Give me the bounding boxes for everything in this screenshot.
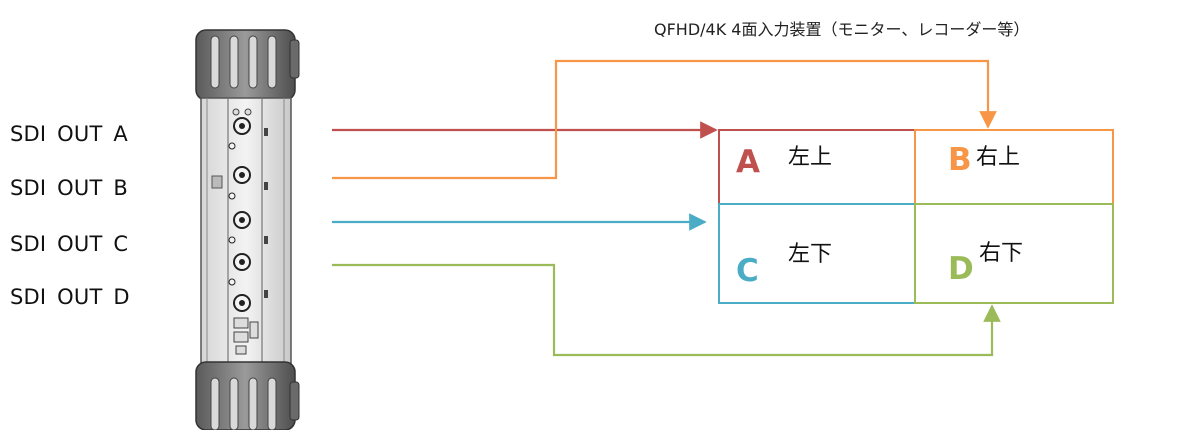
quadrant-d: D 右下	[914, 203, 1114, 304]
sdi-out-b-label: SDI OUT B	[10, 176, 128, 200]
bnc-connector-c	[233, 211, 251, 229]
quadrant-b-letter: B	[948, 142, 972, 178]
sdi-out-a-label: SDI OUT A	[10, 122, 128, 146]
quadrant-d-position: 右下	[979, 241, 1024, 266]
quadrant-a-position: 左上	[788, 145, 833, 170]
quadrant-b-position: 右上	[976, 145, 1021, 170]
quadrant-a: A 左上	[718, 129, 916, 205]
sdi-out-c-label: SDI OUT C	[10, 232, 129, 256]
port-cluster	[232, 108, 259, 355]
quadrant-a-letter: A	[736, 144, 760, 180]
bnc-connector-b	[233, 166, 251, 184]
bnc-connectors	[228, 117, 251, 312]
quadrant-c: C 左下	[718, 203, 916, 304]
sdi-out-d-label: SDI OUT D	[10, 285, 130, 309]
quadrant-c-position: 左下	[788, 242, 833, 267]
signal-line-d	[332, 263, 1001, 357]
bnc-connector-d	[233, 253, 251, 271]
bnc-connector-a	[233, 117, 251, 135]
device-header: QFHD/4K 4面入力装置（モニター、レコーダー等）	[654, 20, 1030, 39]
quadrant-d-letter: D	[948, 251, 974, 287]
quadrant-c-letter: C	[736, 253, 759, 289]
signal-line-b	[332, 59, 997, 180]
quadrant-b: B 右上	[914, 129, 1114, 205]
bottom-bumper	[195, 361, 300, 430]
top-bumper	[195, 29, 300, 101]
bnc-connector-e	[233, 294, 251, 312]
device-body	[200, 97, 292, 365]
